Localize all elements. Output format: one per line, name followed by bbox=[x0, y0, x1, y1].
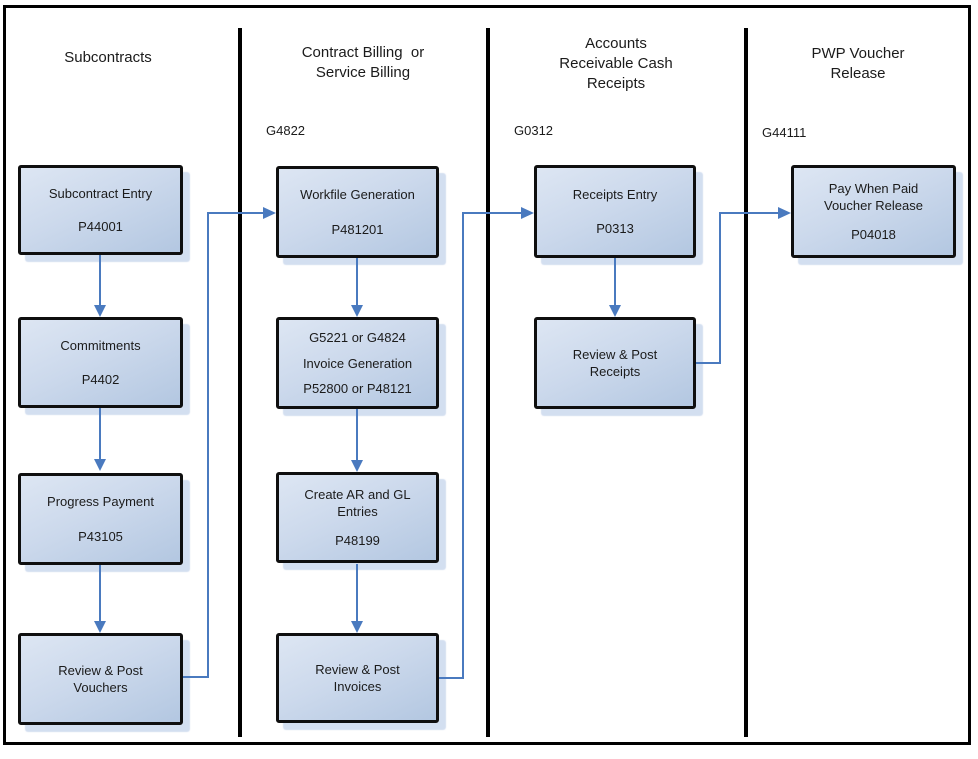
column-header-ar-cash-receipts: Accounts Receivable Cash Receipts bbox=[516, 34, 716, 94]
box-text: Receipts Entry bbox=[572, 186, 658, 202]
box-text-line: Entries bbox=[337, 504, 378, 520]
box-text-line: Create AR and GL bbox=[304, 487, 411, 503]
connector-receipts-to-pwp-seg2 bbox=[719, 212, 721, 364]
arrowhead-right-icon bbox=[263, 207, 276, 219]
arrowhead-down-icon bbox=[94, 621, 106, 633]
box-code: P52800 or P48121 bbox=[303, 381, 412, 397]
flow-box-review-post-invoices: Review & Post Invoices bbox=[276, 633, 439, 723]
box-code: P43105 bbox=[78, 528, 123, 544]
connector-invoices-to-receipts-seg2 bbox=[462, 212, 464, 679]
box-text-line: Receipts bbox=[589, 364, 641, 379]
box-code: P4402 bbox=[81, 372, 120, 387]
arrow-subcontract-to-commitments bbox=[99, 255, 101, 306]
arrowhead-down-icon bbox=[94, 459, 106, 471]
box-text: Subcontract Entry bbox=[48, 185, 153, 201]
flow-box-workfile-generation: Workfile Generation P481201 bbox=[276, 166, 439, 258]
arrowhead-down-icon bbox=[351, 305, 363, 317]
column-divider-3 bbox=[744, 28, 748, 737]
connector-receipts-to-pwp-seg1 bbox=[696, 362, 721, 364]
column-header-contract-billing: Contract Billing or Service Billing bbox=[263, 43, 463, 83]
header-line: Receivable Cash bbox=[559, 55, 673, 72]
header-line: Release bbox=[830, 65, 886, 82]
group-label-g0312: G0312 bbox=[514, 123, 554, 138]
connector-vouchers-to-workfile-seg1 bbox=[183, 676, 209, 678]
header-line: PWP Voucher bbox=[811, 45, 905, 62]
arrow-commitments-to-progress-payment bbox=[99, 408, 101, 460]
arrow-invoice-to-create-ar-gl bbox=[356, 409, 358, 461]
arrowhead-down-icon bbox=[351, 460, 363, 472]
box-text: Review & Post Invoices bbox=[291, 661, 425, 695]
box-code: P481201 bbox=[331, 221, 384, 237]
box-text: Commitments bbox=[60, 338, 141, 353]
header-line: Subcontracts bbox=[64, 49, 152, 66]
arrowhead-down-icon bbox=[94, 305, 106, 317]
column-divider-1 bbox=[238, 28, 242, 737]
box-text: Invoice Generation bbox=[302, 355, 413, 371]
arrow-progress-payment-to-review-vouchers bbox=[99, 565, 101, 622]
box-code: P44001 bbox=[78, 219, 123, 235]
flow-box-receipts-entry: Receipts Entry P0313 bbox=[534, 165, 696, 258]
connector-invoices-to-receipts-seg1 bbox=[439, 677, 464, 679]
diagram-border-frame bbox=[3, 5, 971, 745]
flow-box-progress-payment: Progress Payment P43105 bbox=[18, 473, 183, 565]
flow-box-pay-when-paid-voucher-release: Pay When Paid Voucher Release P04018 bbox=[791, 165, 956, 258]
connector-receipts-to-pwp-seg3 bbox=[721, 212, 778, 214]
group-label-g4822: G4822 bbox=[266, 123, 306, 138]
flow-box-subcontract-entry: Subcontract Entry P44001 bbox=[18, 165, 183, 255]
box-text: Create AR and GL Entries bbox=[291, 486, 425, 520]
arrowhead-down-icon bbox=[351, 621, 363, 633]
box-text: Progress Payment bbox=[47, 494, 154, 510]
box-text: Review & Post Vouchers bbox=[34, 662, 168, 696]
group-label-g44111: G44111 bbox=[762, 125, 807, 140]
box-text-line: Review & Post bbox=[572, 347, 658, 362]
column-header-pwp-voucher-release: PWP Voucher Release bbox=[758, 44, 958, 84]
connector-vouchers-to-workfile-seg2 bbox=[207, 212, 209, 678]
arrowhead-right-icon bbox=[521, 207, 534, 219]
box-text-line: Review & Post bbox=[315, 662, 400, 677]
box-text-line: Invoices bbox=[333, 679, 382, 694]
arrow-receipts-entry-to-review-receipts bbox=[614, 258, 616, 306]
box-text-line: Vouchers bbox=[73, 680, 128, 695]
arrow-create-ar-gl-to-review-invoices bbox=[356, 564, 358, 622]
box-text: G5221 or G4824 bbox=[309, 329, 406, 345]
header-line: Contract Billing or bbox=[301, 44, 425, 61]
flow-box-invoice-generation: G5221 or G4824 Invoice Generation P52800… bbox=[276, 317, 439, 409]
box-code: P04018 bbox=[851, 227, 896, 242]
box-text: Review & Post Receipts bbox=[548, 346, 682, 380]
column-divider-2 bbox=[486, 28, 490, 737]
flow-box-commitments: Commitments P4402 bbox=[18, 317, 183, 408]
flow-box-create-ar-gl-entries: Create AR and GL Entries P48199 bbox=[276, 472, 439, 563]
flow-box-review-post-vouchers: Review & Post Vouchers bbox=[18, 633, 183, 725]
arrow-workfile-to-invoice-generation bbox=[356, 258, 358, 306]
connector-vouchers-to-workfile-seg3 bbox=[209, 212, 264, 214]
flow-box-review-post-receipts: Review & Post Receipts bbox=[534, 317, 696, 409]
box-text: Pay When Paid Voucher Release bbox=[807, 180, 941, 214]
arrowhead-down-icon bbox=[609, 305, 621, 317]
header-line: Receipts bbox=[586, 75, 646, 92]
box-code: P0313 bbox=[596, 221, 634, 237]
column-header-subcontracts: Subcontracts bbox=[8, 48, 208, 68]
connector-invoices-to-receipts-seg3 bbox=[464, 212, 521, 214]
box-text: Workfile Generation bbox=[300, 187, 415, 203]
header-line: Accounts bbox=[585, 35, 647, 52]
box-code: P48199 bbox=[335, 532, 380, 548]
arrowhead-right-icon bbox=[778, 207, 791, 219]
header-line: Service Billing bbox=[315, 64, 411, 81]
box-text-line: Voucher Release bbox=[823, 198, 923, 213]
box-text-line: Review & Post bbox=[58, 663, 143, 678]
box-text-line: Pay When Paid bbox=[828, 181, 919, 196]
